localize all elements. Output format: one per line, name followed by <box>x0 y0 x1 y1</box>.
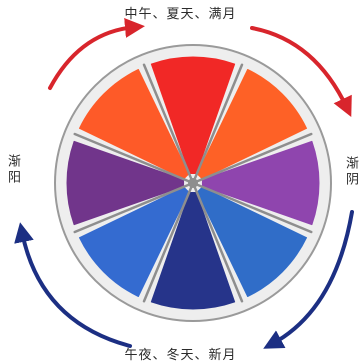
label-noon-summer-full-moon: 中午、夏天、满月 <box>0 3 361 22</box>
label-waning-yin: 渐阴 <box>341 156 360 188</box>
label-waxing-yang: 渐阳 <box>3 154 22 186</box>
wheel-hub <box>188 178 198 188</box>
label-midnight-winter-new-moon: 午夜、冬天、新月 <box>0 344 361 363</box>
wheel-sectors <box>67 57 319 309</box>
